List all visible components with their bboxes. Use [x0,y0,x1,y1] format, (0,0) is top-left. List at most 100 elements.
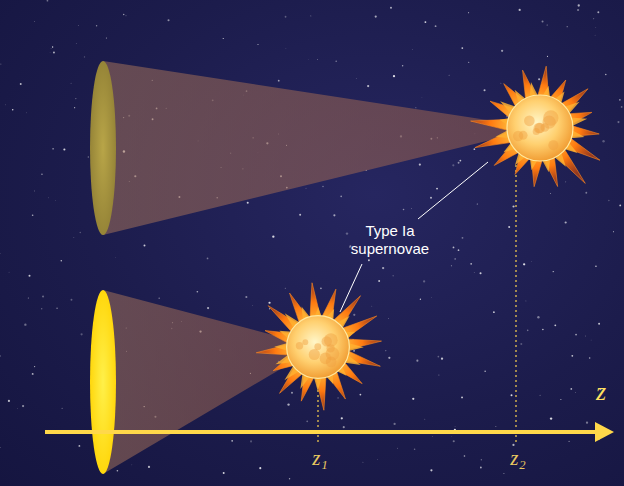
background-star [308,58,310,60]
background-star [595,265,597,267]
background-star [355,77,357,79]
background-star [537,316,539,318]
background-star [382,267,384,269]
background-star [511,394,513,396]
supernova [471,66,600,186]
background-star [542,329,543,330]
background-star [268,302,270,304]
background-star [589,357,591,359]
background-star [115,257,117,259]
dotted-guide [515,165,516,442]
background-star [20,83,22,85]
burst-core [287,316,350,379]
background-star [568,441,569,442]
background-star [247,202,249,204]
background-star [617,121,619,123]
redshift-tick: z₁ [312,446,327,471]
background-star [106,37,107,38]
burst-texture [296,342,303,349]
background-star [470,263,472,265]
background-star [597,11,599,13]
background-star [385,350,387,352]
axis-label: z [596,376,606,407]
burst-texture [519,131,528,140]
burst-texture [320,352,332,364]
supernova [256,283,381,410]
background-star [455,258,456,259]
background-star [500,82,502,84]
background-star [503,473,505,475]
background-star [287,403,289,405]
background-star [416,360,418,362]
axis-arrowhead [595,422,614,442]
background-star [423,280,425,282]
redshift-axis [45,430,598,434]
background-star [550,417,552,419]
background-star [619,99,621,101]
background-star [299,214,301,216]
background-star [257,44,258,45]
background-star [377,459,379,461]
background-star [34,366,35,367]
background-star [117,470,119,472]
background-star [403,209,405,211]
background-star [343,426,345,428]
background-star [602,140,604,142]
background-star [431,297,433,299]
background-star [197,291,199,293]
background-star [252,304,254,306]
background-star [571,355,573,357]
background-star [402,65,403,66]
background-star [49,52,51,54]
background-star [438,356,440,358]
background-star [412,398,414,400]
background-star [245,296,247,298]
background-star [223,38,224,39]
background-star [452,164,454,166]
background-star [392,275,393,276]
background-star [22,405,24,407]
background-star [538,78,540,80]
background-star [585,192,587,194]
background-star [371,305,373,307]
background-star [575,391,577,393]
background-star [231,440,233,442]
background-star [71,83,72,84]
background-star [519,9,521,11]
background-star [451,265,452,266]
flux-disc [90,61,116,235]
background-star [458,162,460,164]
background-star [415,107,416,108]
background-star [284,287,286,289]
background-star [375,15,377,17]
background-star [250,440,252,442]
background-star [52,148,54,150]
background-star [61,260,62,261]
background-star [552,271,554,273]
burst-texture [548,140,558,150]
background-star [595,27,597,29]
background-star [56,308,57,309]
background-star [32,214,34,216]
background-star [448,74,450,76]
background-star [80,232,82,234]
burst-texture [309,349,320,360]
background-star [74,107,75,108]
background-star [539,394,541,396]
background-star [586,422,588,424]
background-star [393,75,395,77]
background-star [41,308,42,309]
background-star [547,56,548,57]
background-star [50,48,52,50]
background-star [88,156,89,157]
background-star [554,324,556,326]
background-star [590,339,592,341]
burst-spikes [256,283,381,410]
background-star [501,50,503,52]
background-star [480,467,482,469]
background-star [495,426,497,428]
burst-spikes [471,66,600,186]
background-star [424,418,426,420]
background-star [542,21,544,23]
